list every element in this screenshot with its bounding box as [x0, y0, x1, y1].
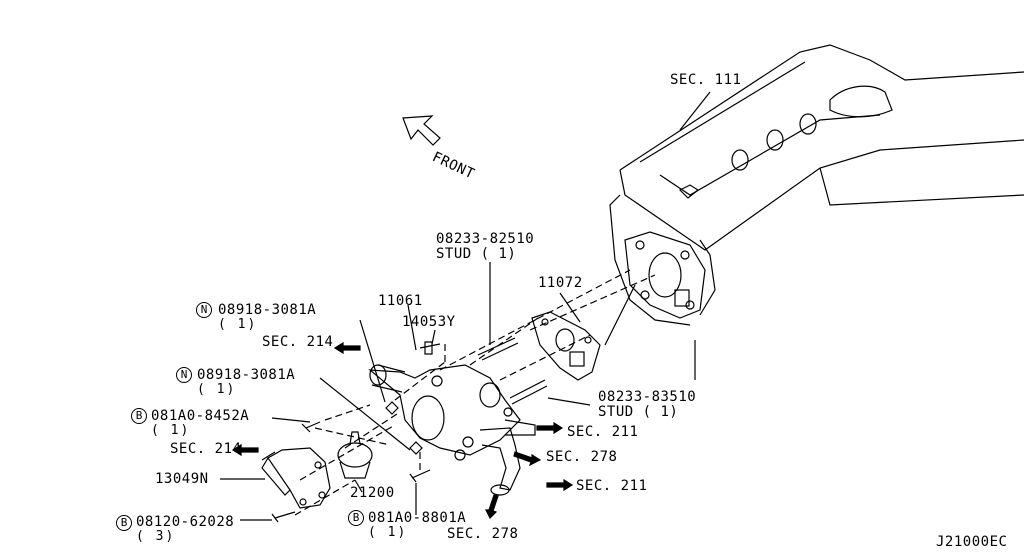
fasteners: [271, 337, 548, 523]
marker-b-icon: B: [131, 408, 147, 424]
part-08918-3081a-2[interactable]: 08918-3081A: [197, 367, 296, 383]
marker-n-icon: N: [176, 367, 192, 383]
label-sec-211-a[interactable]: SEC. 211: [567, 424, 639, 440]
stud-qty-bottom: STUD ( 1): [598, 404, 679, 420]
engine-cylinder-head: [604, 44, 1024, 380]
part-14053y[interactable]: 14053Y: [402, 314, 456, 330]
section-arrows: [231, 341, 574, 520]
part-08918-3081a-1[interactable]: 08918-3081A: [218, 302, 317, 318]
part-08120-62028[interactable]: 08120-62028: [136, 514, 235, 530]
part-08233-82510[interactable]: 08233-82510: [436, 231, 535, 247]
part-21200[interactable]: 21200: [350, 485, 395, 501]
qty-n1: ( 1): [218, 317, 258, 332]
part-13049n[interactable]: 13049N: [155, 471, 209, 487]
label-sec-111[interactable]: SEC. 111: [670, 72, 742, 88]
water-outlet-housing-11061: [368, 364, 536, 496]
assembly-dash-lines: [294, 269, 656, 516]
label-sec-278-b[interactable]: SEC. 278: [447, 526, 519, 542]
gasket-11072: [531, 311, 601, 381]
thermostat-housing-13049n: [261, 447, 331, 509]
qty-b3: ( 1): [368, 525, 408, 540]
front-arrow-icon: [402, 115, 441, 146]
part-081a0-8801a[interactable]: 081A0-8801A: [368, 510, 467, 526]
qty-b2: ( 3): [136, 529, 176, 544]
qty-b1: ( 1): [151, 423, 191, 438]
stud-qty-top: STUD ( 1): [436, 246, 517, 262]
part-081a0-8452a[interactable]: 081A0-8452A: [151, 408, 250, 424]
label-sec-211-b[interactable]: SEC. 211: [576, 478, 648, 494]
qty-n2: ( 1): [197, 382, 237, 397]
marker-b-icon: B: [116, 515, 132, 531]
diagram-code: J21000EC: [936, 534, 1008, 550]
label-sec-278-a[interactable]: SEC. 278: [546, 449, 618, 465]
marker-b-icon: B: [348, 510, 364, 526]
part-08233-83510[interactable]: 08233-83510: [598, 389, 697, 405]
marker-n-icon: N: [196, 302, 212, 318]
label-sec-214-a[interactable]: SEC. 214: [262, 334, 334, 350]
part-11061[interactable]: 11061: [378, 293, 423, 309]
label-sec-214-b[interactable]: SEC. 214: [170, 441, 242, 457]
part-11072[interactable]: 11072: [538, 275, 583, 291]
leader-lines: [220, 91, 711, 521]
